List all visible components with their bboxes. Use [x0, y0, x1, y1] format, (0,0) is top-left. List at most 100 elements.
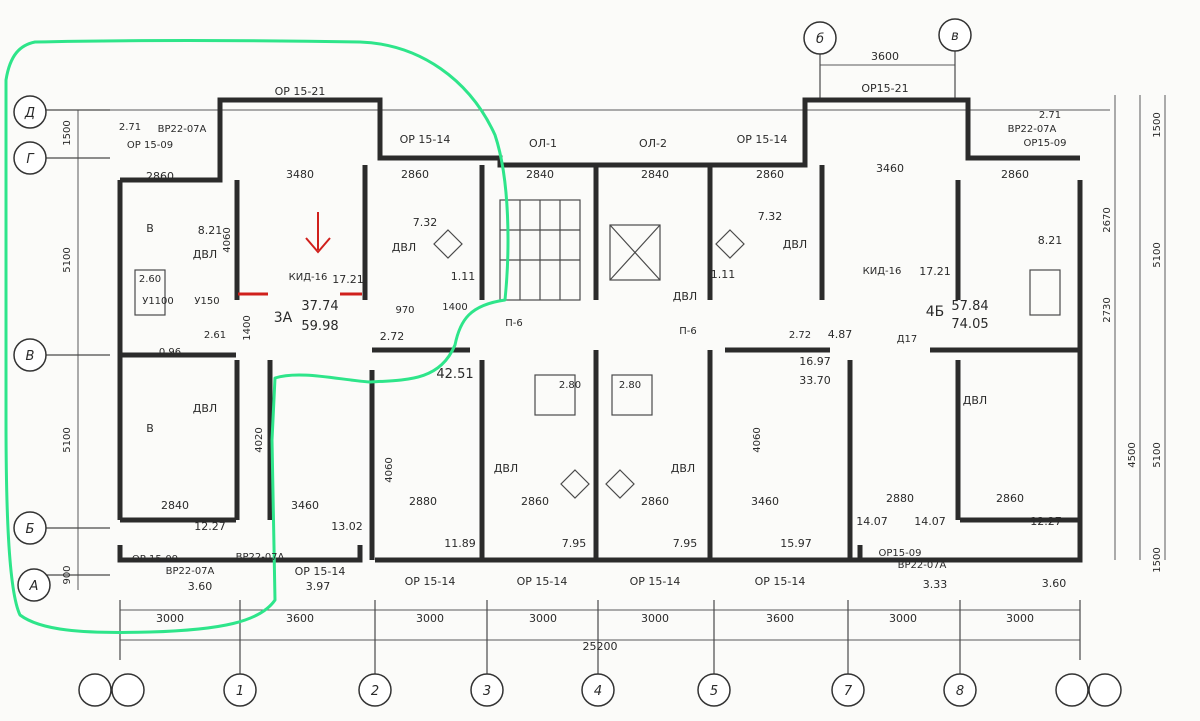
- room-area: 2.80: [559, 380, 581, 391]
- door-mark: КИД-16: [289, 272, 328, 283]
- dimension-text: 2860: [996, 492, 1024, 505]
- axis-bottom-4: 4: [594, 684, 602, 699]
- room-area: 1.11: [451, 270, 476, 283]
- room-area: 0.96: [159, 347, 181, 358]
- dimension-text: 4500: [1127, 442, 1138, 467]
- room-area: 2.80: [619, 380, 641, 391]
- axis-markers: [13, 18, 1122, 707]
- axis-bottom-5: 5: [710, 684, 718, 699]
- stair-core: [134, 199, 1061, 499]
- dimension-text: 2860: [146, 170, 174, 183]
- dimension-numbers: 3600 3480 2860 2860 2840 2840 2860 3460 …: [62, 50, 1163, 653]
- window-label: ОР 15-14: [755, 575, 806, 588]
- dimension-text: 3000: [1006, 612, 1034, 625]
- dimension-text: 3000: [416, 612, 444, 625]
- dimension-text: 2880: [409, 495, 437, 508]
- door-mark: ДВЛ: [783, 238, 807, 251]
- room-area: 4.87: [828, 328, 853, 341]
- door-mark: П-6: [679, 326, 697, 337]
- dimension-text: 2840: [641, 168, 669, 181]
- dimension-text: 2730: [1102, 297, 1113, 322]
- window-label: ВР22-07А: [898, 560, 947, 571]
- dimension-text: 5100: [1152, 242, 1163, 267]
- apartment-living-area: 37.74: [301, 299, 338, 314]
- room-area: 13.02: [331, 520, 363, 533]
- door-mark: ДВЛ: [494, 462, 518, 475]
- room-area: 7.95: [673, 537, 698, 550]
- room-area: 2.60: [139, 274, 161, 285]
- room-area: 2.72: [380, 330, 405, 343]
- dimension-text: 4060: [222, 227, 233, 252]
- room-area: 3.60: [1042, 577, 1067, 590]
- door-mark: ДВЛ: [392, 241, 416, 254]
- room-area: 7.32: [413, 216, 438, 229]
- room-area: 2.72: [789, 330, 811, 341]
- axis-left-5: А: [29, 579, 39, 594]
- window-label: ВР22-07А: [166, 566, 215, 577]
- dimension-text: 5100: [1152, 442, 1163, 467]
- axis-left-3: В: [26, 349, 35, 364]
- dimension-text: 3460: [751, 495, 779, 508]
- total-length: 25200: [583, 640, 618, 653]
- apartment-label: 4Б: [926, 304, 945, 320]
- dimension-lines: [45, 50, 1166, 680]
- dimension-text: 1500: [1152, 547, 1163, 572]
- dimension-text: 1500: [1152, 112, 1163, 137]
- axis-bottom-6: 7: [844, 684, 853, 699]
- dimension-text: 3460: [876, 162, 904, 175]
- dimension-text: 2880: [886, 492, 914, 505]
- dimension-text: 970: [395, 305, 414, 316]
- dimension-text: 2860: [1001, 168, 1029, 181]
- section-mark: В: [146, 422, 154, 435]
- room-area: 17.21: [919, 265, 951, 278]
- dimension-text: 1400: [242, 315, 253, 340]
- dimension-text: 2840: [161, 499, 189, 512]
- room-area: 2.61: [204, 330, 226, 341]
- room-area: 16.97: [799, 355, 831, 368]
- room-area: 1.11: [711, 268, 736, 281]
- equipment-mark: У150: [194, 296, 219, 307]
- window-label: ОР 15-09: [132, 554, 178, 565]
- room-area: 11.89: [444, 537, 476, 550]
- door-mark: ДВЛ: [193, 248, 217, 261]
- window-label: ОР 15-21: [275, 85, 326, 98]
- axis-bottom-2: 2: [371, 684, 379, 699]
- door-mark: Д17: [897, 334, 918, 345]
- highlight-contour: [4, 39, 510, 634]
- room-area: 2.71: [1039, 110, 1061, 121]
- window-label: ОР 15-14: [517, 575, 568, 588]
- dimension-text: 3000: [889, 612, 917, 625]
- window-labels: ОР 15-21 ОР 15-14 ОЛ-1 ОЛ-2 ОР 15-14 ОР1…: [127, 82, 1067, 588]
- room-area: 7.95: [562, 537, 587, 550]
- room-area: 3.60: [188, 580, 213, 593]
- apartment-total-area: 74.05: [951, 317, 988, 332]
- apartment-total-area: 59.98: [301, 319, 338, 334]
- room-area: 12.27: [194, 520, 226, 533]
- dimension-text: 3600: [286, 612, 314, 625]
- window-label: ОР 15-14: [405, 575, 456, 588]
- dimension-text: 3600: [871, 50, 899, 63]
- room-area: 3.97: [306, 580, 331, 593]
- room-area: 33.70: [799, 374, 831, 387]
- window-label: ОЛ-2: [639, 137, 667, 150]
- door-mark: П-6: [505, 318, 523, 329]
- axis-bottom-1: 1: [236, 684, 244, 699]
- axis-left-2: Г: [26, 152, 35, 167]
- window-label: ОР 15-14: [630, 575, 681, 588]
- section-mark: В: [146, 222, 154, 235]
- window-label: ВР22-07А: [158, 124, 207, 135]
- window-label: ОР 15-14: [400, 133, 451, 146]
- dimension-text: 3480: [286, 168, 314, 181]
- room-area: 8.21: [1038, 234, 1063, 247]
- walls: [117, 97, 1083, 563]
- dimension-text: 4060: [384, 457, 395, 482]
- axis-labels: б в Д Г В Б А 1 2 3 4 5 7 8: [24, 29, 964, 699]
- window-label: ОР 15-14: [295, 565, 346, 578]
- axis-bottom-3: 3: [483, 684, 491, 699]
- axis-top-1: б: [816, 32, 824, 47]
- dimension-text: 2860: [401, 168, 429, 181]
- dimension-text: 2860: [756, 168, 784, 181]
- room-area: 15.97: [780, 537, 812, 550]
